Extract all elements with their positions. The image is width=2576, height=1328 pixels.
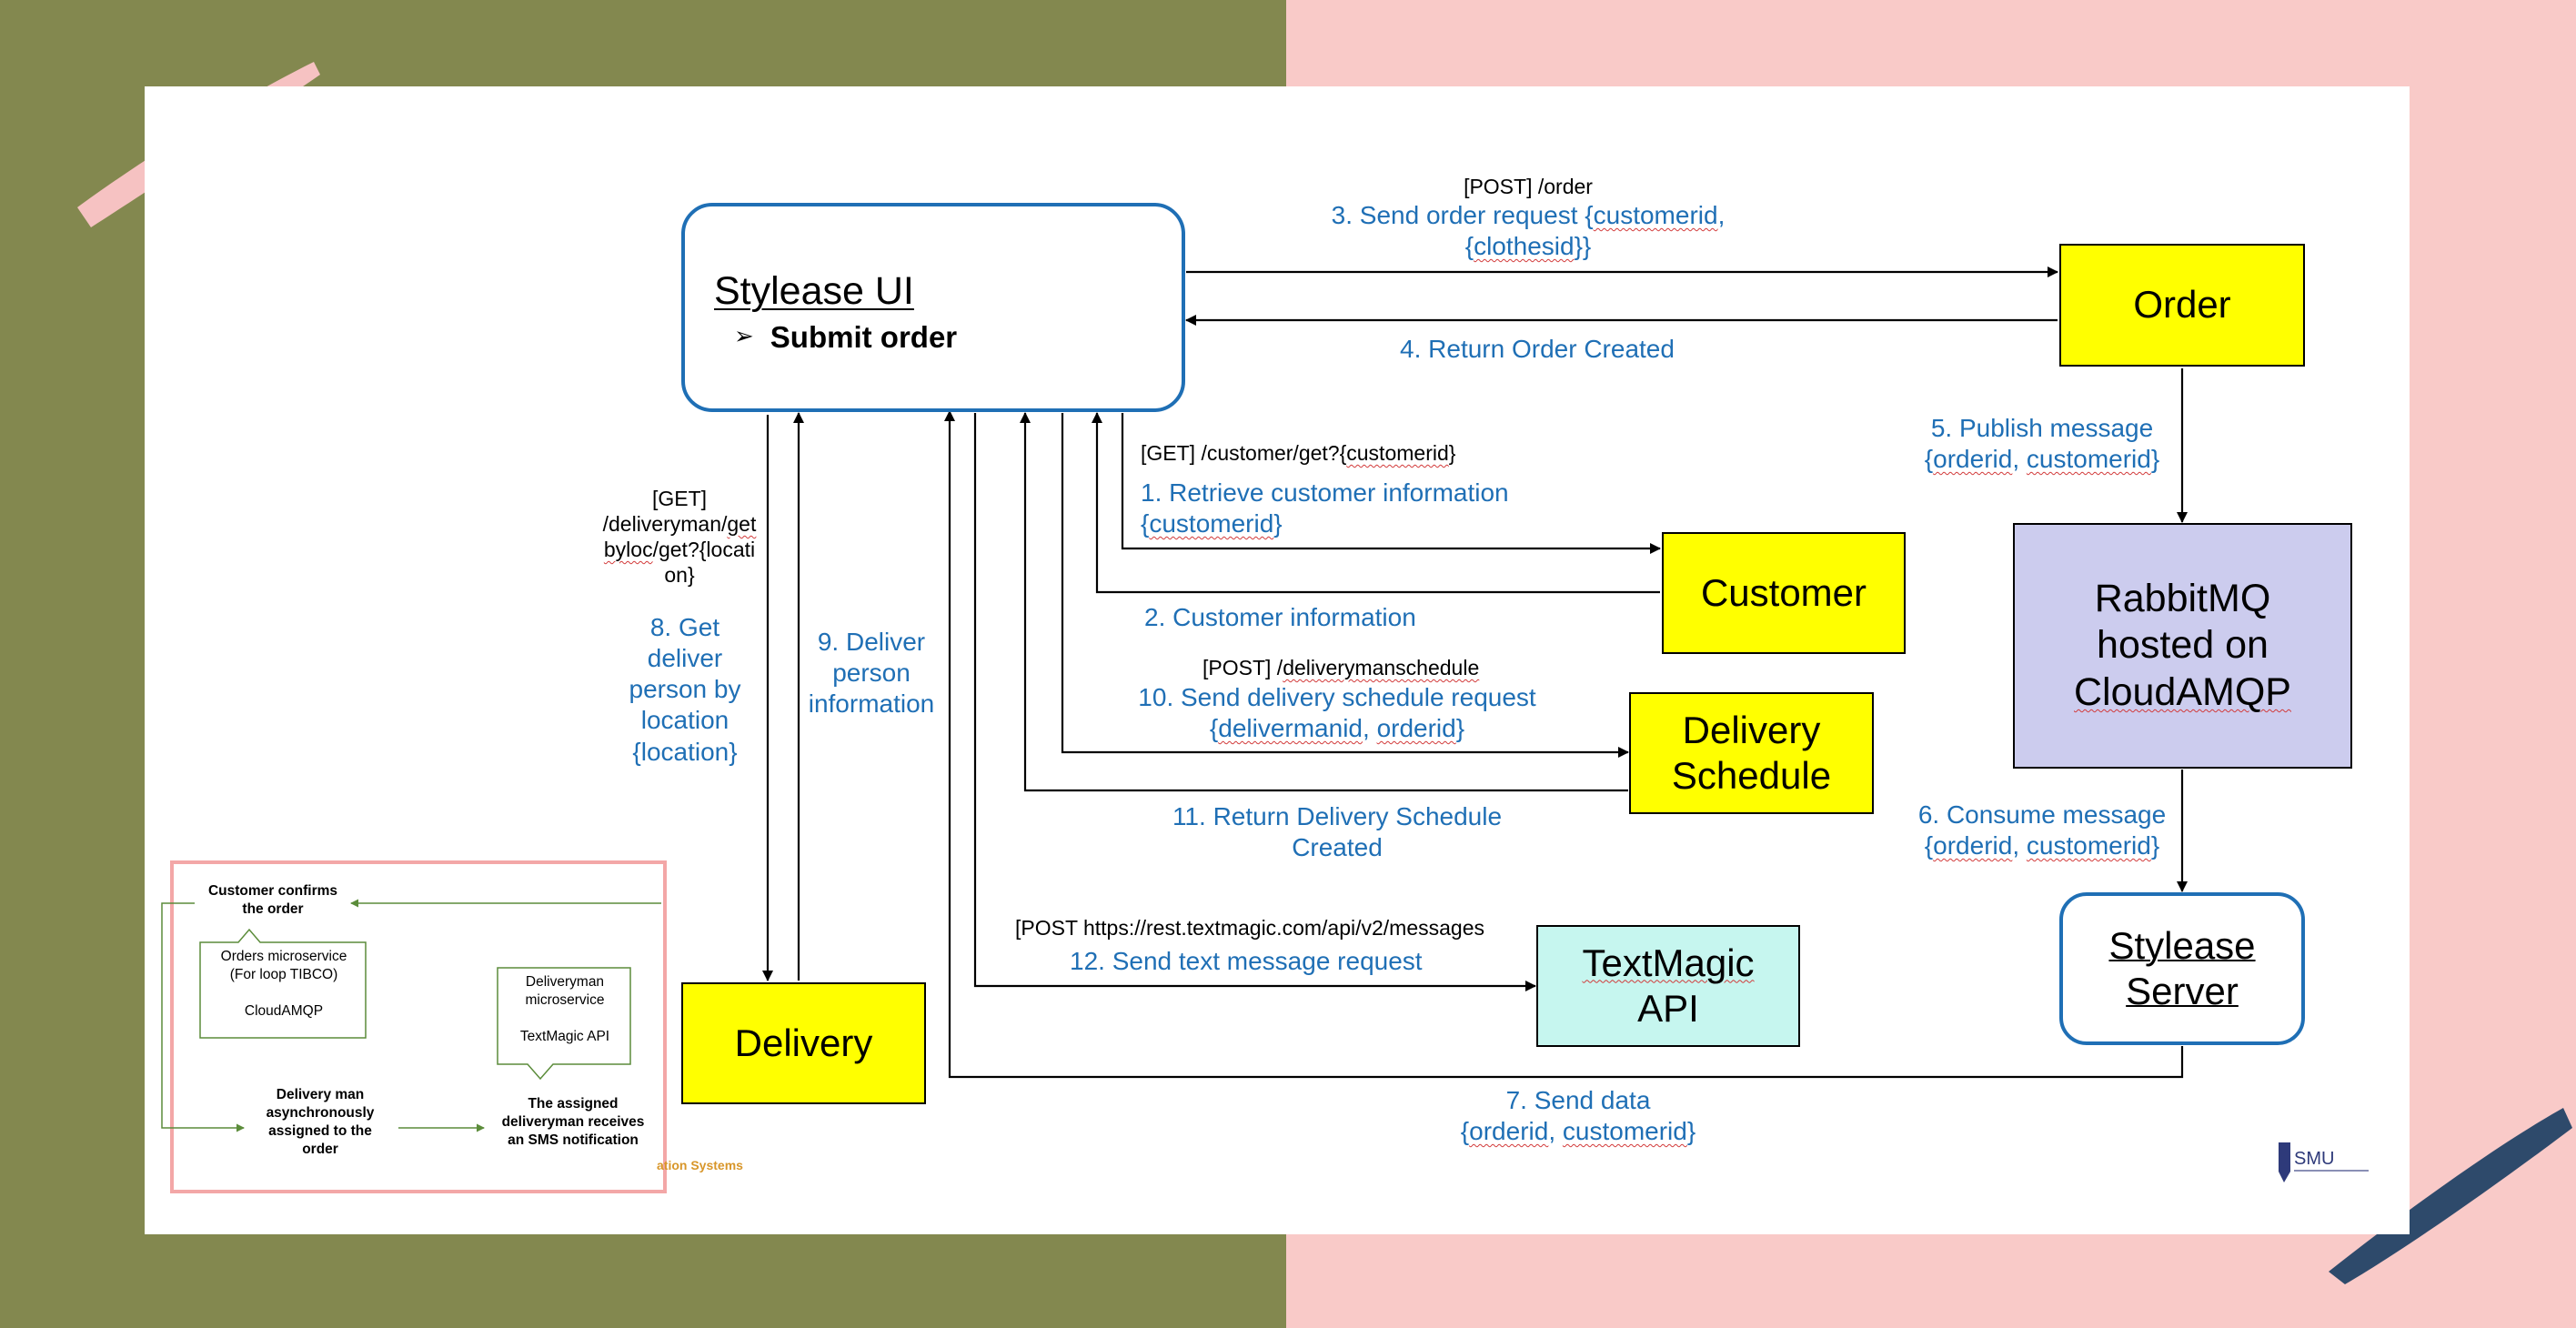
order-box: Order [2059,244,2305,367]
arrow-ui-to-textmagic [973,413,1536,991]
customer-label: Customer [1700,570,1867,614]
edge-12-endpoint: [POST https://rest.textmagic.com/api/v2/… [1015,916,1484,940]
rabbitmq-label-3: CloudAMQP [2074,669,2291,714]
arrow-server-to-ui [944,410,2184,1079]
delivery-schedule-label-1: Delivery [1682,708,1821,751]
arrow-delivery-schedule-to-ui [1020,412,1628,792]
edge-3-endpoint: [POST] /order [1464,175,1593,198]
arrow-ui-to-delivery-schedule [1061,413,1629,758]
delivery-schedule-label-2: Schedule [1671,754,1832,797]
rabbitmq-box: RabbitMQ hosted on CloudAMQP [2013,523,2352,769]
submit-order-item: Submit order [770,319,958,354]
edge-2-label: 2. Customer information [1144,603,1416,631]
edge-8-endpoint: [GET] /deliveryman/get byloc/get?{locati… [602,487,757,588]
delivery-schedule-box: Delivery Schedule [1629,692,1874,814]
delivery-label: Delivery [734,1021,873,1064]
arrow-customer-to-ui [1092,412,1660,594]
stylease-server-label-2: Server [2126,970,2239,1012]
textmagic-api-box: TextMagic API [1536,925,1800,1047]
edge-7-label: 7. Send data {orderid, customerid} [1460,1086,1696,1146]
edge-12-label: 12. Send text message request [1070,947,1423,975]
textmagic-label-2: API [1637,987,1699,1030]
stylease-server-box: Stylease Server [2059,892,2305,1045]
bullet-arrow-icon: ➢ [734,322,754,350]
edge-4-label: 4. Return Order Created [1400,335,1675,363]
inset-orders-microservice: Orders microservice(For loop TIBCO)Cloud… [220,949,347,1020]
customer-box: Customer [1662,532,1906,654]
stylease-ui-box: Stylease UI ➢ Submit order [681,203,1185,412]
edge-6-label: 6. Consume message {orderid, customerid} [1917,800,2167,860]
edge-10-endpoint: [POST] /deliverymanschedule [1202,656,1480,679]
rabbitmq-label-2: hosted on [2097,623,2269,668]
edge-5-label: 5. Publish message {orderid, customerid} [1924,414,2160,474]
stylease-server-label-1: Stylease [2108,923,2256,967]
edge-1-label: 1. Retrieve customer information {custom… [1141,478,1509,538]
order-label: Order [2133,283,2231,327]
edge-10-label: 10. Send delivery schedule request {deli… [1138,683,1536,743]
stylease-ui-title: Stylease UI [714,269,914,313]
textmagic-label-1: TextMagic [1582,941,1755,984]
rabbitmq-label-1: RabbitMQ [2094,576,2271,620]
delivery-box: Delivery [681,982,926,1104]
edge-1-endpoint: [GET] /customer/get?{customerid} [1141,441,1456,465]
edge-3-label: 3. Send order request {customerid, {clot… [1331,201,1726,261]
footer-partial-text: ation Systems [657,1158,743,1172]
arrow-ui-to-customer [1121,413,1661,554]
